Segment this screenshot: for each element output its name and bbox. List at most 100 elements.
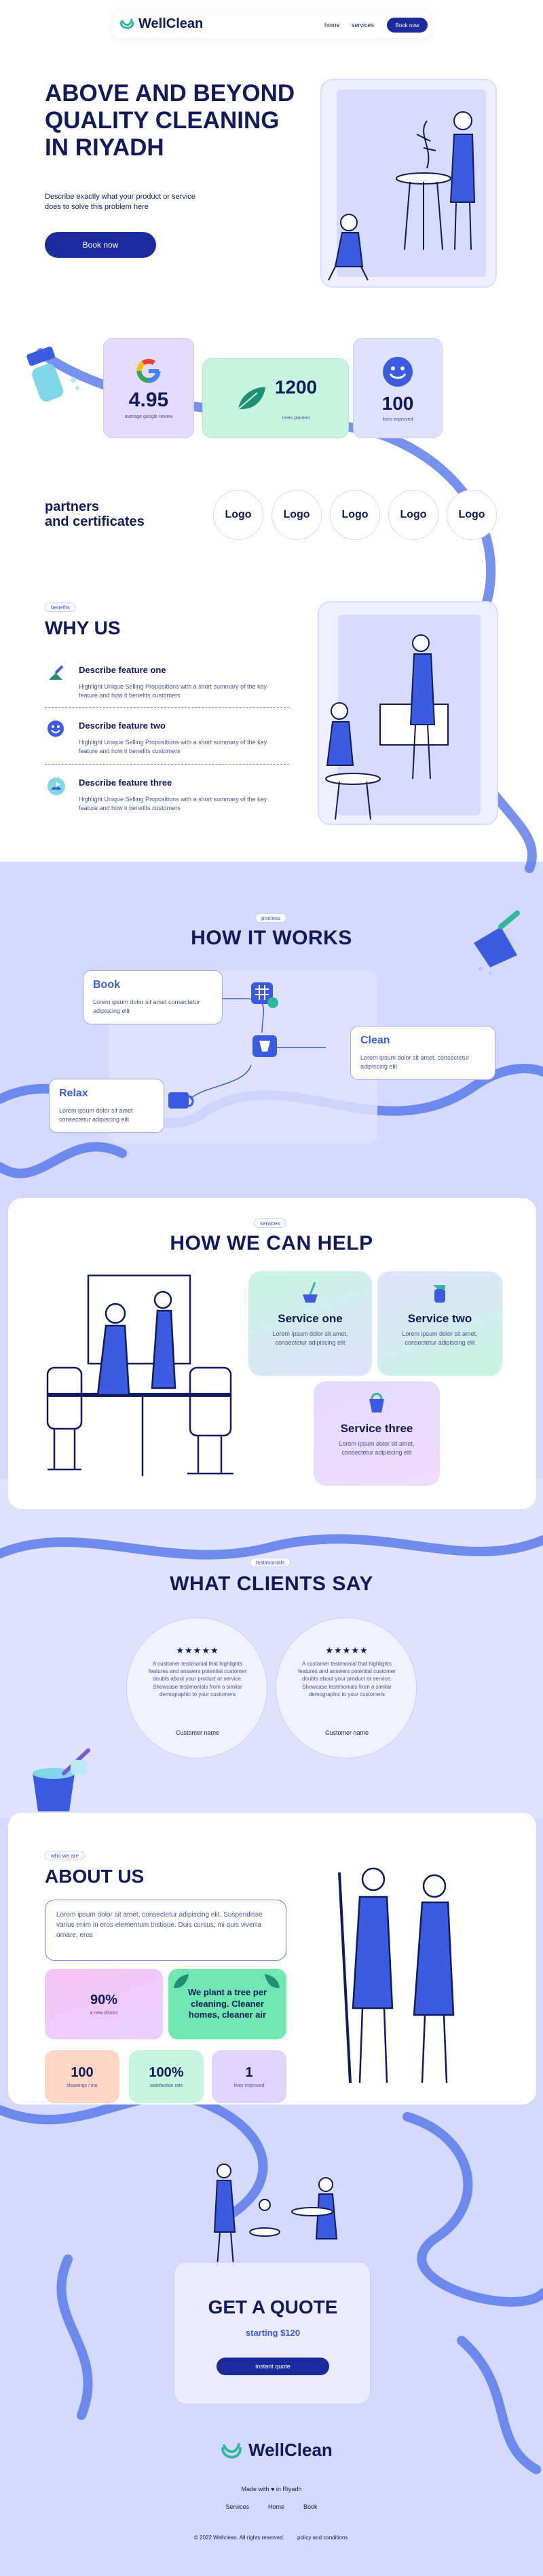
- testimonial-2-name: Customer name: [324, 1729, 369, 1736]
- kitchen-cleaning-illustration: [325, 634, 449, 820]
- testimonial-1-stars: ★★★★★: [176, 1645, 219, 1655]
- smile-icon: [383, 356, 413, 387]
- footer-link-book[interactable]: Book: [303, 2503, 318, 2510]
- hero-book-button[interactable]: Book now: [45, 232, 156, 258]
- hero-title: ABOVE AND BEYOND QUALITY CLEANING IN RIY…: [45, 80, 295, 161]
- about-small-stat-3-value: 1: [245, 2065, 253, 2080]
- tree-promise-text: We plant a tree per cleaning. Cleaner ho…: [187, 1986, 267, 2020]
- process-connectors: [153, 982, 326, 1109]
- partners-title: partners and certificates: [45, 499, 145, 529]
- brand-logo[interactable]: WellClean: [118, 16, 203, 32]
- testimonial-card-1: ★★★★★ A customer testimonial that highli…: [126, 1617, 267, 1758]
- mop-bucket-icon: [303, 1282, 318, 1303]
- feature-two-title: Describe feature two: [79, 720, 166, 731]
- service-two-card[interactable]: Service two Lorem ipsum dolor sit amet, …: [377, 1271, 502, 1376]
- feature-two-text: Highlight Unique Selling Propositions wi…: [79, 739, 267, 754]
- cleaning-people-illustration: [328, 111, 476, 281]
- partners-title-line-1: partners: [45, 499, 100, 514]
- feature-divider-1: [45, 707, 289, 708]
- stat-label-trees: trees planted: [282, 415, 310, 421]
- service-one-title: Service one: [278, 1312, 343, 1325]
- nav-link-services[interactable]: services: [352, 22, 375, 28]
- service-three-card[interactable]: Service three Lorem ipsum dolor sit amet…: [314, 1381, 440, 1486]
- hero-title-line-3: IN RIYADH: [45, 134, 164, 161]
- about-text-card: Lorem ipsum dolor sit amet, consectetur …: [45, 1900, 286, 1961]
- hero-illustration-frame: [320, 79, 497, 288]
- stat-card-trees: 1200 trees planted: [202, 358, 349, 438]
- clients-pill: testimonials: [250, 1558, 291, 1567]
- about-stat-main: 90% a new district: [45, 1969, 163, 2039]
- quote-title: GET A QUOTE: [208, 2296, 338, 2318]
- nav-book-button[interactable]: Book now: [387, 18, 428, 33]
- step-relax-title: Relax: [59, 1088, 88, 1099]
- footer-link-home[interactable]: Home: [267, 2503, 284, 2510]
- testimonial-2-stars: ★★★★★: [325, 1645, 369, 1655]
- quote-subtitle: starting $120: [245, 2328, 301, 2338]
- clients-title: WHAT CLIENTS SAY: [170, 1573, 373, 1595]
- footer-links: Services Home Book: [0, 2503, 543, 2510]
- service-two-text: Lorem ipsum dolor sit amet, consectetur …: [402, 1330, 478, 1346]
- tree-promise-card: We plant a tree per cleaning. Cleaner ho…: [168, 1969, 286, 2039]
- leaf-right-icon: [265, 1974, 280, 1988]
- partner-logo-3[interactable]: Logo: [330, 490, 380, 540]
- stat-label-lives: lives improved: [382, 417, 413, 422]
- stat-label-google: average google review: [124, 414, 173, 419]
- step-relax-card: Relax Lorem ipsum dolor sit amet consect…: [49, 1079, 164, 1133]
- service-two-title: Service two: [407, 1312, 472, 1325]
- bucket-icon: [369, 1393, 384, 1412]
- footer-brand[interactable]: WellClean: [219, 2440, 333, 2461]
- nav-link-home[interactable]: home: [324, 22, 340, 28]
- hero-subtitle: Describe exactly what your product or se…: [45, 193, 195, 211]
- about-stat-main-value: 90%: [90, 1993, 118, 2007]
- stat-value-lives: 100: [381, 392, 414, 414]
- instant-quote-button[interactable]: instant quote: [217, 2358, 329, 2375]
- footer-brand-name: WellClean: [248, 2440, 333, 2460]
- partner-logo-2[interactable]: Logo: [272, 490, 322, 540]
- step-clean-title: Clean: [360, 1035, 390, 1046]
- hero-title-line-2: QUALITY CLEANING: [45, 107, 280, 134]
- step-clean-text: Lorem ipsum dolor sit amet, consectetur …: [360, 1054, 470, 1070]
- brand-swirl-icon: [119, 18, 134, 29]
- testimonial-2-quote: A customer testimonial that highlights f…: [297, 1661, 396, 1697]
- smile-face-icon: [48, 720, 64, 737]
- feature-divider-2: [45, 764, 289, 765]
- footer-policy-link[interactable]: policy and conditions: [297, 2535, 348, 2541]
- calendar-icon: [251, 982, 273, 1004]
- step-book-text: Lorem ipsum dolor sit amet consectetur a…: [93, 999, 200, 1014]
- how-pill: process: [255, 913, 287, 923]
- about-text: Lorem ipsum dolor sit amet, consectetur …: [56, 1911, 263, 1939]
- step-relax-text: Lorem ipsum dolor sit amet consectetur a…: [59, 1107, 133, 1123]
- quote-illustration: [213, 2164, 338, 2267]
- leaf-left-icon: [174, 1974, 189, 1988]
- google-icon: [136, 358, 161, 383]
- stat-value-google: 4.95: [128, 388, 169, 411]
- team-illustration: [338, 1867, 455, 2083]
- step-book-card: Book Lorem ipsum dolor sit amet consecte…: [83, 970, 223, 1024]
- footer-copyright: © 2022 Wellclean. All rights reserved.: [194, 2535, 284, 2541]
- sparkle-cloud-icon: [48, 777, 65, 795]
- partner-logo-5[interactable]: Logo: [447, 490, 497, 540]
- about-title: ABOUT US: [45, 1866, 145, 1887]
- footer-made-with: Made with ♥ in Riyadh: [241, 2486, 302, 2493]
- about-small-stat-2-label: satisfaction rate: [149, 2083, 183, 2088]
- help-pill: services: [254, 1218, 286, 1228]
- feature-three-title: Describe feature three: [79, 777, 172, 788]
- navbar: WellClean home services Book now: [113, 12, 430, 38]
- service-one-card[interactable]: Service one Lorem ipsum dolor sit amet, …: [248, 1271, 372, 1376]
- footer-link-services[interactable]: Services: [225, 2503, 249, 2510]
- cleaning-bucket-icon: [33, 1748, 90, 1811]
- testimonial-1-quote: A customer testimonial that highlights f…: [148, 1661, 247, 1697]
- stat-card-google: 4.95 average google review: [103, 338, 194, 438]
- partner-logo-4[interactable]: Logo: [388, 490, 438, 540]
- testimonial-1-name: Customer name: [175, 1729, 220, 1736]
- stat-value-trees: 1200: [274, 376, 318, 398]
- feature-one-title: Describe feature one: [79, 665, 166, 675]
- step-book-title: Book: [93, 979, 120, 991]
- hero-title-line-1: ABOVE AND BEYOND: [45, 80, 295, 107]
- why-pill: benefits: [45, 602, 77, 612]
- dustpan-icon: [474, 910, 520, 974]
- about-small-stat-3: 1 lives improved: [212, 2050, 286, 2103]
- spray-icon: [433, 1285, 445, 1303]
- partner-logo-1[interactable]: Logo: [213, 490, 263, 540]
- about-small-stat-2: 100% satisfaction rate: [129, 2050, 204, 2103]
